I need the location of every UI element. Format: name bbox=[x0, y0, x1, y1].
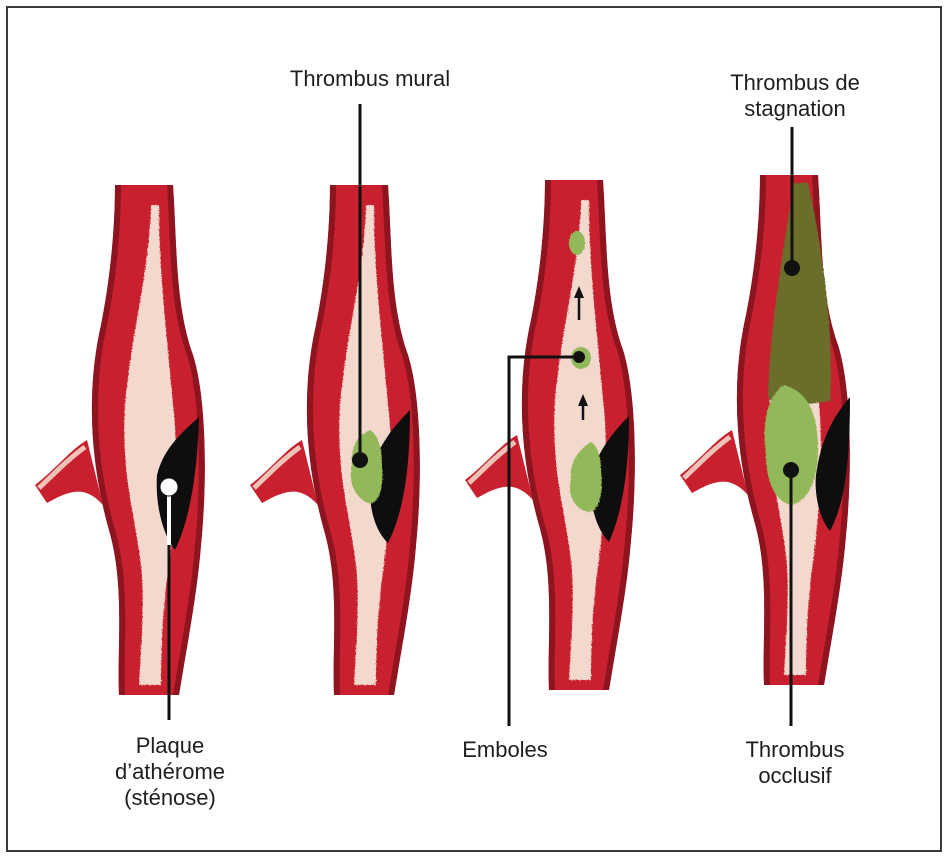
vessel-emboli bbox=[465, 180, 635, 690]
label-line: Thrombus de bbox=[690, 70, 900, 96]
label-line: Plaque bbox=[80, 733, 260, 759]
label-line: Emboles bbox=[430, 737, 580, 763]
label-thrombus-occlusif: Thrombus occlusif bbox=[720, 737, 870, 789]
label-line: Thrombus mural bbox=[260, 66, 480, 92]
label-plaque-atherome: Plaque d’athérome (sténose) bbox=[80, 733, 260, 811]
embolus-top bbox=[569, 231, 585, 255]
label-emboles: Emboles bbox=[430, 737, 580, 763]
label-line: occlusif bbox=[720, 763, 870, 789]
label-line: d’athérome bbox=[80, 759, 260, 785]
vessel-occlusive-thrombus bbox=[680, 175, 850, 685]
vessel-plaque bbox=[35, 185, 205, 695]
label-thrombus-mural: Thrombus mural bbox=[260, 66, 480, 92]
label-line: Thrombus bbox=[720, 737, 870, 763]
vessel-mural-thrombus bbox=[250, 185, 420, 695]
label-thrombus-stagnation: Thrombus de stagnation bbox=[690, 70, 900, 122]
label-line: stagnation bbox=[690, 96, 900, 122]
label-line: (sténose) bbox=[80, 785, 260, 811]
